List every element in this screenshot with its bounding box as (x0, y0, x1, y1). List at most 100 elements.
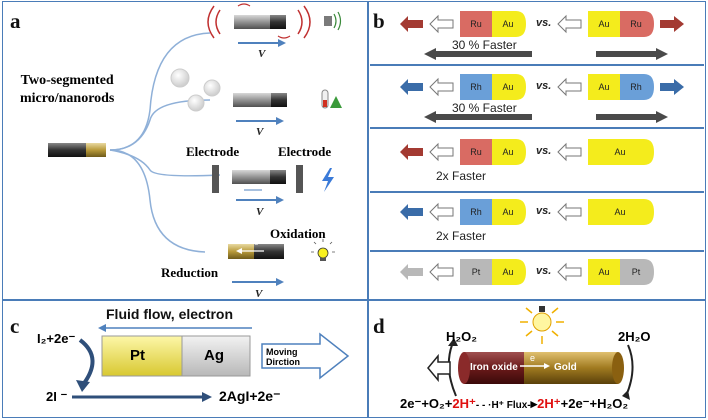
redox-equation: 2e⁻+O₂+2H⁺- - ·H⁺ Flux-▸2H⁺+2e⁻+H₂O₂ (400, 396, 628, 412)
rod-pair-row (400, 11, 684, 37)
branch-lines (109, 32, 221, 253)
h2o-right: 2H₂O (618, 329, 651, 344)
panel-a (2, 1, 368, 300)
eq-flux: - - ·H⁺ Flux- (475, 400, 531, 411)
segment-label: Au (502, 267, 514, 277)
panel-a-label: a (10, 9, 21, 33)
bulb-icon (311, 239, 335, 261)
segment-label: Au (502, 147, 514, 157)
panel-d-label: d (373, 314, 385, 338)
faster-caption: 2x Faster (436, 169, 487, 183)
rod-segment (620, 259, 654, 285)
segment-label: Au (614, 147, 626, 157)
segment-label: Au (598, 267, 610, 277)
motion-arrow (660, 16, 684, 32)
rod-pair-row (400, 139, 654, 165)
vs-label: vs. (536, 80, 552, 92)
rod-segment (492, 199, 526, 225)
motion-arrow (557, 262, 582, 282)
faster-caption: 2x Faster (436, 229, 487, 243)
rod-segment (588, 139, 654, 165)
rod-segment (620, 11, 654, 37)
rod-segment (492, 11, 526, 37)
test-tube-icon (321, 89, 342, 109)
reaction-right: 2AgI+2e⁻ (219, 388, 281, 404)
electrode-left-label: Electrode (186, 144, 240, 159)
rod-segment (588, 11, 620, 37)
rod-segment (460, 139, 492, 165)
rod-segment (492, 74, 526, 100)
row-separator-2 (370, 127, 704, 129)
rod-segment (460, 259, 492, 285)
segment-ag-label: Ag (204, 347, 224, 364)
rod-segment (588, 199, 654, 225)
velocity-label-4: V (255, 288, 263, 300)
bubbles (170, 68, 221, 112)
motion-arrow (400, 264, 423, 280)
panel-c (2, 300, 368, 418)
rod-segment (460, 11, 492, 37)
motion-arrow (557, 142, 582, 162)
electron-label-d: e (530, 353, 536, 363)
segment-label: Ru (470, 19, 482, 29)
segment-label: Au (614, 207, 626, 217)
rod-pair-row (400, 199, 654, 225)
gold-label: Gold (554, 362, 577, 373)
eq-proton-left: 2H⁺ (452, 396, 476, 411)
rod-segment (588, 259, 620, 285)
panel-d (368, 300, 706, 418)
velocity-label-3: V (256, 206, 264, 218)
segment-pt-label: Pt (130, 347, 145, 364)
motion-arrow (429, 142, 454, 162)
rod-segment (460, 199, 492, 225)
iron-oxide-segment (464, 352, 524, 384)
segment-label: Rh (470, 207, 482, 217)
gold-segment (524, 352, 618, 384)
redox-rod (228, 244, 284, 259)
velocity-label-2: V (256, 126, 264, 138)
reaction-left-top: I₂+2e⁻ (37, 331, 76, 346)
motion-arrow (429, 14, 454, 34)
motion-arrow (429, 202, 454, 222)
electron-label-a: e (254, 238, 259, 247)
eq-part2: +2e⁻+H₂O₂ (560, 396, 629, 411)
vs-label: vs. (536, 265, 552, 277)
moving-direction-label: Moving Dirction (266, 347, 301, 367)
ag-segment (181, 335, 251, 377)
rod-pair-row (400, 74, 684, 100)
reduction-label: Reduction (161, 265, 219, 280)
segment-label: Au (502, 207, 514, 217)
motion-arrow (557, 77, 582, 97)
rod-pair-row (400, 259, 654, 285)
rod-segment (588, 74, 620, 100)
segment-label: Pt (471, 267, 481, 277)
rod-segment (492, 259, 526, 285)
electric-rod (232, 170, 286, 184)
motion-arrow (400, 79, 423, 95)
faster-caption: 30 % Faster (452, 38, 517, 52)
central-rod (48, 143, 106, 157)
eq-proton-right: 2H⁺ (537, 396, 561, 411)
electrode-right (296, 165, 303, 193)
moving-left-arrow (427, 353, 451, 383)
segment-label: Au (502, 82, 514, 92)
segment-label: Ru (470, 147, 482, 157)
iron-oxide-label: Iron oxide (470, 362, 518, 373)
panel-b (368, 1, 706, 300)
light-bulb-icon (520, 306, 564, 344)
bubble-rod (233, 93, 287, 107)
segment-label: Au (598, 19, 610, 29)
panel-b-label: b (373, 9, 385, 33)
eq-part1: 2e⁻+O₂+ (400, 396, 453, 411)
motion-arrow (660, 79, 684, 95)
oxidation-label: Oxidation (270, 226, 326, 241)
motion-arrow (400, 16, 423, 32)
segment-label: Ru (630, 19, 642, 29)
rod-segment (620, 74, 654, 100)
h2o2-left: H₂O₂ (446, 329, 478, 344)
motion-arrow (429, 262, 454, 282)
ultrasound-icon (324, 11, 342, 31)
vs-label: vs. (536, 145, 552, 157)
